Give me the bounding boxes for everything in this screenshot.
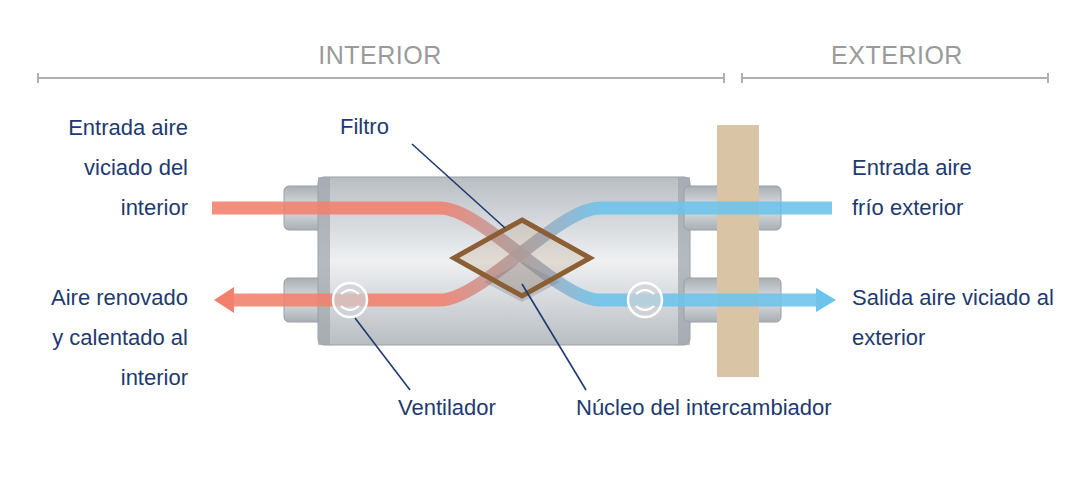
arrow-head <box>816 288 836 312</box>
fresh-air-flow <box>232 208 832 300</box>
arrow-head <box>214 287 234 313</box>
flow-label: Entrada aire viciado del interior <box>36 108 188 228</box>
stale-air-flow <box>212 208 818 300</box>
region-heading: INTERIOR <box>280 35 480 75</box>
region-bracket <box>38 73 1048 83</box>
part-label: Ventilador <box>398 388 558 428</box>
flow-label: Entrada aire frío exterior <box>852 148 1002 228</box>
fan <box>333 283 367 317</box>
wall <box>717 125 759 377</box>
flow-label: Salida aire viciado al exterior <box>852 278 1062 358</box>
leader-line <box>355 144 586 390</box>
fan <box>628 283 662 317</box>
part-label: Núcleo del intercambiador <box>576 388 876 428</box>
flow-label: Aire renovado y calentado al interior <box>36 278 188 398</box>
part-label: Filtro <box>340 107 450 147</box>
region-heading: EXTERIOR <box>797 35 997 75</box>
